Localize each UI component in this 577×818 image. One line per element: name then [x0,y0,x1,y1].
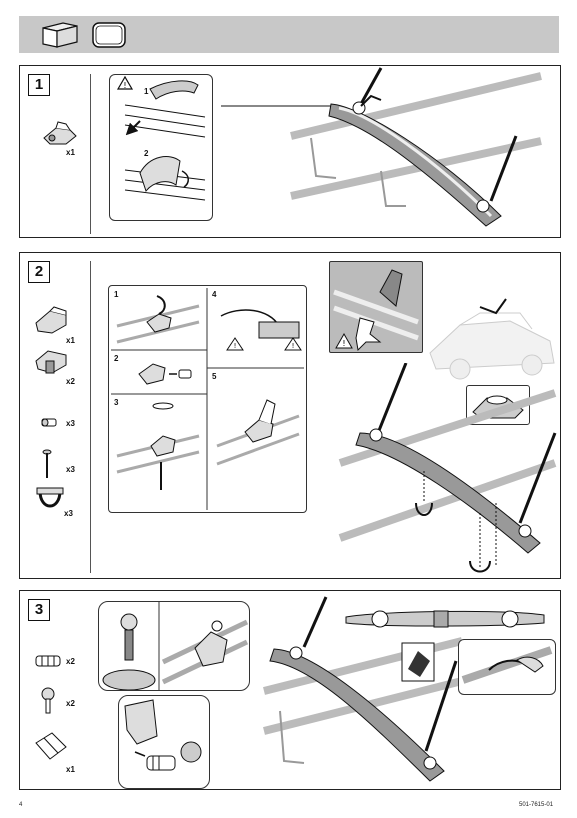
roof-bar-profile-rounded-icon [92,22,126,48]
caution-detail-illustration: ! [333,269,419,352]
bike-carrier-mounting-illustration [338,363,557,573]
strap-detail-illustration: ! [116,75,206,201]
adhesive-application-illustration [401,642,435,682]
roof-bar-profile-square-icon [42,22,78,48]
part-qty: x3 [66,419,75,428]
part-qty: x2 [66,377,75,386]
wheel-holder-part-icon [43,121,77,145]
part-qty: x2 [66,657,75,666]
nut-part-icon [35,655,61,667]
adhesive-pad-part-icon [35,732,67,760]
strap-wrap-illustration [461,646,553,684]
part-qty: x2 [66,699,75,708]
bike-carrier-illustration [221,67,542,227]
car-roof-illustration [429,298,555,380]
sub-step-label: 1 [144,87,149,96]
step-number: 1 [28,74,50,96]
part-qty: x1 [66,765,75,774]
svg-text:!: ! [342,339,345,348]
svg-text:!: ! [234,342,237,350]
step-number: 2 [28,261,50,283]
bolt-part-icon [42,449,52,478]
warning-icon: ! [116,75,134,90]
warning-icon: ! [284,337,302,351]
part-qty: x1 [66,148,75,157]
part-qty: x3 [64,509,73,518]
detail-frame-key-lock [98,601,250,691]
warning-icon: ! [335,332,353,349]
detail-frame-clamp-assembly: ! ! 1 2 3 4 5 [108,285,307,513]
sub-step-label: 1 [114,290,119,299]
warning-icon: ! [226,337,244,351]
svg-text:!: ! [292,342,295,350]
key-part-icon [41,687,55,714]
step-2-panel: 2 x1 x2 x3 x3 x3 [19,252,561,579]
divider [90,261,91,573]
nut-part-icon [41,418,57,427]
top-view-carrier-illustration [345,610,545,628]
header-bar [19,16,559,53]
bike-carrier-final-illustration [263,596,463,782]
sub-step-label: 2 [114,354,119,363]
adapter-part-icon [35,350,67,374]
bar-clamp-part-icon [35,306,67,334]
nut-insert-illustration [124,699,202,771]
detail-frame-strap-wrap [458,639,556,695]
divider [90,74,91,234]
part-qty: x3 [66,465,75,474]
detail-frame-strap: ! 1 2 [109,74,213,221]
sub-step-label: 2 [144,149,149,158]
document-code: 501-7615-01 [519,802,554,808]
sub-step-label: 3 [114,398,119,407]
sub-step-label: 4 [212,290,217,299]
page-number: 4 [19,802,23,808]
svg-text:!: ! [123,81,126,90]
part-qty: x1 [66,336,75,345]
u-bolt-part-icon [36,487,64,508]
step-3-panel: 3 x2 x2 x1 [19,590,561,790]
detail-frame-nut-insert [118,695,210,789]
key-lock-illustration [102,602,249,690]
step-number: 3 [28,599,50,621]
sub-step-label: 5 [212,372,217,381]
clamp-assembly-illustration: ! ! [111,288,304,510]
step-1-panel: 1 x1 ! 1 [19,65,561,238]
detail-frame-caution: ! [329,261,423,353]
header-icons [42,22,126,48]
